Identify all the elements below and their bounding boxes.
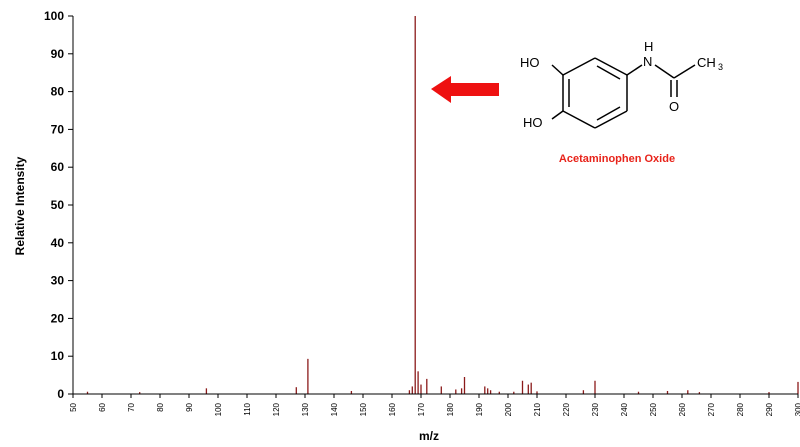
x-tick-label: 170 xyxy=(417,402,426,416)
y-tick-label: 0 xyxy=(57,387,64,401)
peaks xyxy=(86,16,799,394)
x-tick-label: 120 xyxy=(272,402,281,416)
x-tick-label: 280 xyxy=(736,402,745,416)
y-tick-labels: 0 10 20 30 40 50 60 70 80 90 100 xyxy=(44,9,64,401)
ho-top-label: HO xyxy=(520,55,540,70)
x-tick-label: 50 xyxy=(69,402,78,411)
x-tick-label: 210 xyxy=(533,402,542,416)
x-tick-labels: 50 60 70 80 90 100 110 120 130 140 150 160 170 180 190… xyxy=(69,402,800,416)
x-tick-label: 190 xyxy=(475,402,484,416)
x-tick-label: 200 xyxy=(504,402,513,416)
x-tick-label: 160 xyxy=(388,402,397,416)
y-tick-label: 20 xyxy=(51,311,65,325)
x-tick-label: 100 xyxy=(214,402,223,416)
ch3-label: CH xyxy=(697,55,716,70)
molecule-structure: HO HO H N CH 3 O xyxy=(520,39,723,130)
y-axis-label: Relative Intensity xyxy=(13,156,27,255)
carbonyl-o-label: O xyxy=(669,99,679,114)
benzene-ring xyxy=(562,57,628,129)
axis-ticks xyxy=(68,15,799,398)
y-tick-label: 100 xyxy=(44,9,64,23)
x-tick-label: 270 xyxy=(707,402,716,416)
y-tick-label: 40 xyxy=(51,236,65,250)
y-tick-label: 70 xyxy=(51,122,65,136)
arrow-icon xyxy=(431,76,499,103)
y-tick-label: 80 xyxy=(51,85,65,99)
compound-name: Acetaminophen Oxide xyxy=(559,153,675,165)
ho-bottom-label: HO xyxy=(523,115,543,130)
x-tick-label: 180 xyxy=(446,402,455,416)
x-tick-label: 300 xyxy=(794,402,800,416)
x-axis-label: m/z xyxy=(419,429,439,443)
x-tick-label: 260 xyxy=(678,402,687,416)
x-tick-label: 230 xyxy=(591,402,600,416)
ch3-subscript: 3 xyxy=(718,62,723,72)
x-tick-label: 80 xyxy=(156,402,165,411)
x-tick-label: 250 xyxy=(649,402,658,416)
y-tick-label: 10 xyxy=(51,349,65,363)
x-tick-label: 110 xyxy=(243,402,252,415)
substituent-bonds xyxy=(551,64,696,120)
nh-n-label: N xyxy=(643,54,652,69)
x-tick-label: 60 xyxy=(98,402,107,411)
x-tick-label: 130 xyxy=(301,402,310,416)
x-tick-label: 70 xyxy=(127,402,136,411)
x-tick-label: 150 xyxy=(359,402,368,416)
x-tick-label: 90 xyxy=(185,402,194,411)
y-tick-label: 90 xyxy=(51,47,65,61)
y-tick-label: 50 xyxy=(51,198,65,212)
x-tick-label: 140 xyxy=(330,402,339,416)
y-tick-label: 30 xyxy=(51,274,65,288)
x-tick-label: 240 xyxy=(620,402,629,416)
nh-h-label: H xyxy=(644,39,653,54)
x-tick-label: 220 xyxy=(562,402,571,416)
x-tick-label: 290 xyxy=(765,402,774,416)
y-tick-label: 60 xyxy=(51,160,65,174)
